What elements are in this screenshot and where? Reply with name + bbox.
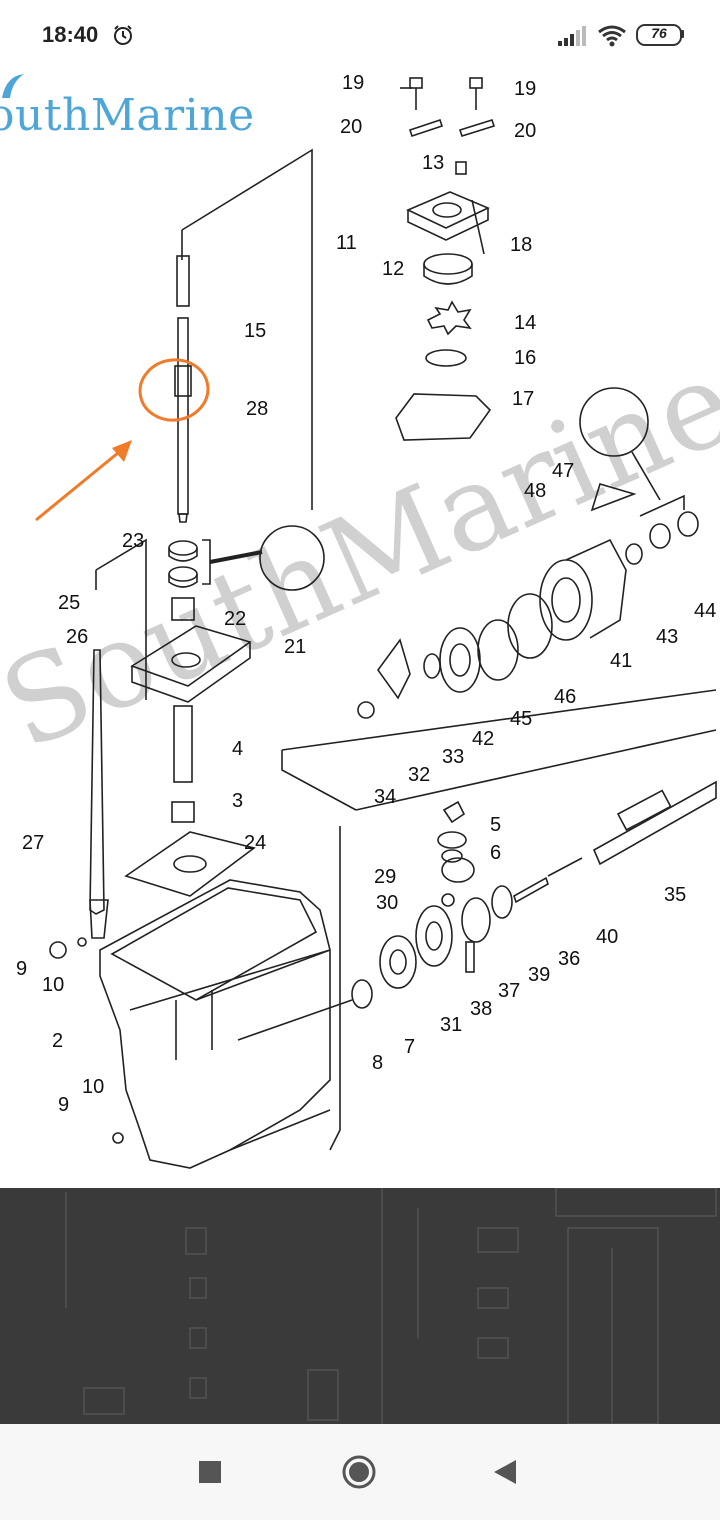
signal-icon	[558, 26, 586, 46]
status-time: 18:40	[42, 22, 99, 47]
part-label: 8	[372, 1052, 384, 1074]
part-label: 39	[528, 964, 551, 986]
part-label: 45	[510, 708, 533, 730]
brand-logo: outhMarine	[0, 90, 255, 141]
part-label: 3	[232, 790, 244, 812]
diagram-drawing	[35, 77, 717, 1169]
part-label: 46	[554, 686, 577, 708]
part-label: 9	[58, 1094, 70, 1116]
navigation-bar	[0, 1424, 720, 1520]
part-label: 18	[510, 234, 533, 256]
part-label: 26	[66, 626, 89, 648]
part-label: 9	[16, 958, 28, 980]
part-label: 13	[422, 152, 445, 174]
part-label: 37	[498, 980, 521, 1002]
part-label: 19	[342, 72, 365, 94]
part-label: 36	[558, 948, 581, 970]
part-label: 15	[244, 320, 267, 342]
part-label: 10	[42, 974, 65, 996]
part-label: 38	[470, 998, 493, 1020]
part-label: 44	[694, 600, 717, 622]
part-label: 35	[664, 884, 687, 906]
recents-button[interactable]	[199, 1461, 221, 1483]
part-label: 10	[82, 1076, 105, 1098]
logo-swoosh-icon	[2, 74, 24, 98]
part-label: 28	[246, 398, 269, 420]
part-label: 43	[656, 626, 679, 648]
part-label: 30	[376, 892, 399, 914]
part-label: 2	[52, 1030, 64, 1052]
battery-icon: 76	[636, 24, 684, 46]
status-bar: 18:40 76	[0, 0, 720, 70]
part-label: 32	[408, 764, 431, 786]
part-label: 24	[244, 832, 267, 854]
part-label: 12	[382, 258, 405, 280]
part-label: 25	[58, 592, 81, 614]
part-label: 31	[440, 1014, 463, 1036]
back-button[interactable]	[492, 1458, 518, 1486]
part-label: 14	[514, 312, 537, 334]
part-label: 17	[512, 388, 535, 410]
part-label: 19	[514, 78, 537, 100]
part-label: 4	[232, 738, 244, 760]
preview-drawing	[65, 1188, 717, 1424]
part-label: 29	[374, 866, 397, 888]
part-label: 11	[336, 232, 357, 254]
battery-tip	[681, 30, 684, 38]
part-label: 20	[340, 116, 363, 138]
part-label: 48	[524, 480, 547, 502]
part-label: 41	[610, 650, 633, 672]
part-label: 16	[514, 347, 537, 369]
part-label: 40	[596, 926, 619, 948]
part-label: 20	[514, 120, 537, 142]
part-label: 6	[490, 842, 502, 864]
part-label: 33	[442, 746, 465, 768]
part-label: 22	[224, 608, 247, 630]
part-label: 42	[472, 728, 495, 750]
part-label: 5	[490, 814, 502, 836]
exploded-parts-diagram[interactable]: outhMarine SouthMarine	[0, 70, 720, 1188]
part-label: 27	[22, 832, 45, 854]
part-label: 23	[122, 530, 145, 552]
battery-level: 76	[651, 25, 667, 41]
home-button[interactable]	[341, 1454, 377, 1490]
part-label: 7	[404, 1036, 416, 1058]
next-image-preview[interactable]	[0, 1188, 720, 1424]
wifi-icon	[598, 25, 626, 47]
part-label: 34	[374, 786, 397, 808]
part-label: 21	[284, 636, 307, 658]
alarm-icon	[114, 25, 132, 45]
part-label: 47	[552, 460, 575, 482]
